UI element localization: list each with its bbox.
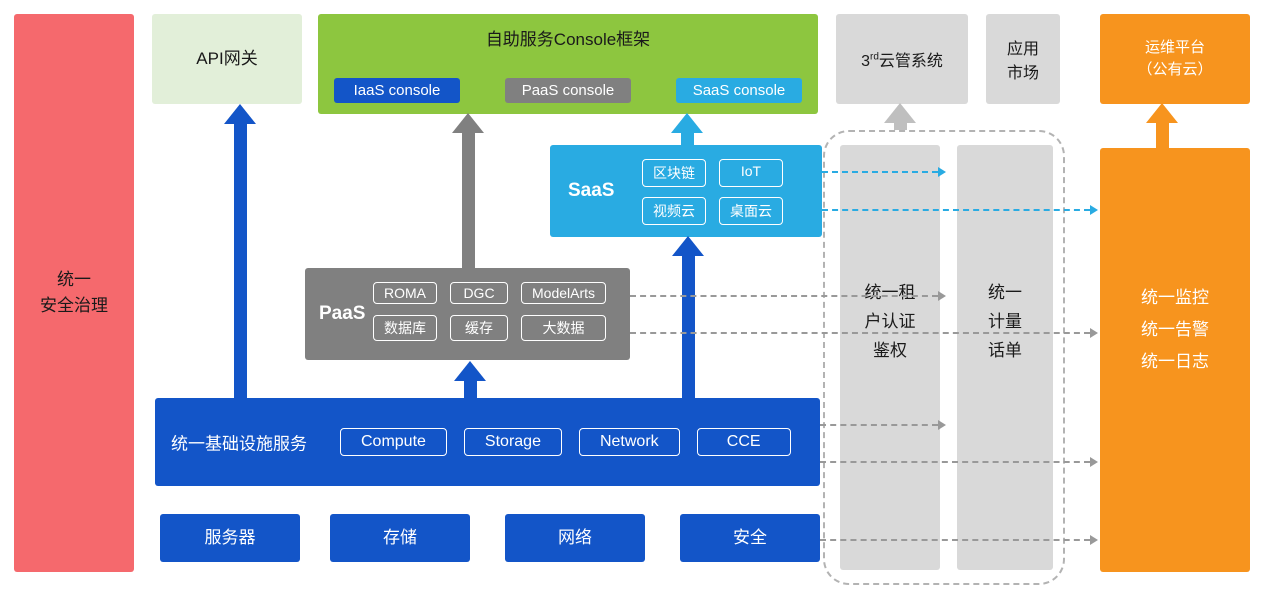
saas-label: SaaS [568, 180, 615, 201]
ops-platform-label: 运维平台 （公有云） [1137, 38, 1213, 79]
arrow-monitor-to-ops-platform [1146, 103, 1178, 148]
app-market-label: 应用 市场 [1006, 41, 1039, 82]
paas-console-chip: PaaS console [505, 78, 631, 103]
chip-roma: ROMA [373, 282, 437, 304]
connector-paas-to-monitor-arrowhead [1090, 328, 1098, 338]
arrow-infra-to-saas [672, 236, 704, 398]
security-box: 安全 [680, 514, 820, 562]
chip-bigdata: 大数据 [521, 315, 607, 341]
ops-platform-box: 运维平台 （公有云） [1100, 14, 1250, 104]
chip-network: Network [578, 428, 680, 456]
connector-infra-to-monitor-arrowhead [1090, 457, 1098, 467]
arrow-infra-to-api-gateway [224, 104, 256, 398]
chip-video-cloud: 视频云 [642, 197, 706, 225]
connector-saas-to-monitor-arrowhead [1090, 205, 1098, 215]
security-label: 安全 [733, 527, 767, 547]
network-label: 网络 [558, 527, 592, 547]
chip-iot: IoT [719, 159, 783, 187]
console-framework-title: 自助服务Console框架 [485, 30, 651, 49]
saas-box: SaaS 区块链 IoT 视频云 桌面云 [550, 145, 822, 237]
arrow-infra-to-paas [454, 361, 486, 398]
network-box: 网络 [505, 514, 645, 562]
tenant-auth-bar: 统一租 户认证 鉴权 [840, 145, 940, 570]
infra-label: 统一基础设施服务 [171, 434, 307, 454]
server-label: 服务器 [204, 527, 256, 547]
connector-security-to-monitor [820, 539, 1090, 541]
ops-monitor-bar: 统一监控 统一告警 统一日志 [1100, 148, 1250, 572]
console-framework-box: 自助服务Console框架 IaaS console PaaS console … [318, 14, 818, 114]
connector-saas-to-monitor [822, 209, 1090, 211]
saas-chip-grid: 区块链 IoT 视频云 桌面云 [642, 159, 783, 225]
metering-label: 统一 计量 话单 [988, 283, 1022, 360]
unified-security-bar: 统一 安全治理 [14, 14, 134, 572]
connector-infra-to-auth [820, 424, 938, 426]
storage-label: 存储 [383, 527, 417, 547]
api-gateway-box: API网关 [152, 14, 302, 104]
paas-chip-grid: ROMA DGC ModelArts 数据库 缓存 大数据 [373, 282, 607, 341]
connector-saas-to-auth-arrowhead [938, 167, 946, 177]
tenant-auth-label: 统一租 户认证 鉴权 [864, 283, 916, 360]
arrow-panel-to-third-cloud [884, 103, 916, 130]
arrow-saas-to-console [671, 113, 703, 145]
connector-paas-to-auth [630, 295, 938, 297]
chip-blockchain: 区块链 [642, 159, 706, 187]
chip-database: 数据库 [373, 315, 437, 341]
chip-modelarts: ModelArts [521, 282, 607, 304]
saas-console-chip: SaaS console [676, 78, 802, 103]
metering-bar: 统一 计量 话单 [957, 145, 1053, 570]
connector-saas-to-auth [822, 171, 938, 173]
infra-box: 统一基础设施服务 Compute Storage Network CCE [155, 398, 820, 486]
paas-label: PaaS [319, 303, 366, 324]
chip-cce: CCE [696, 428, 791, 456]
infra-chip-row: Compute Storage Network CCE [340, 428, 791, 456]
unified-security-label: 统一 安全治理 [40, 269, 108, 315]
chip-cache: 缓存 [450, 315, 508, 341]
ops-monitor-label: 统一监控 统一告警 统一日志 [1141, 287, 1209, 372]
chip-dgc: DGC [450, 282, 508, 304]
connector-infra-to-monitor [820, 461, 1090, 463]
connector-paas-to-monitor [630, 332, 1090, 334]
chip-storage: Storage [463, 428, 562, 456]
connector-security-to-monitor-arrowhead [1090, 535, 1098, 545]
api-gateway-label: API网关 [196, 48, 258, 68]
server-box: 服务器 [160, 514, 300, 562]
storage-box: 存储 [330, 514, 470, 562]
arrow-paas-to-console [452, 113, 484, 268]
shared-services-panel [823, 130, 1065, 585]
chip-desktop-cloud: 桌面云 [719, 197, 783, 225]
paas-box: PaaS ROMA DGC ModelArts 数据库 缓存 大数据 [305, 268, 630, 360]
third-party-cloud-box: 3rd云管系统 [836, 14, 968, 104]
console-chip-row: IaaS console PaaS console SaaS console [334, 78, 802, 103]
third-party-cloud-label: 3rd云管系统 [861, 51, 943, 70]
iaas-console-chip: IaaS console [334, 78, 460, 103]
connector-infra-to-auth-arrowhead [938, 420, 946, 430]
app-market-box: 应用 市场 [986, 14, 1060, 104]
connector-paas-to-auth-arrowhead [938, 291, 946, 301]
chip-compute: Compute [340, 428, 447, 456]
